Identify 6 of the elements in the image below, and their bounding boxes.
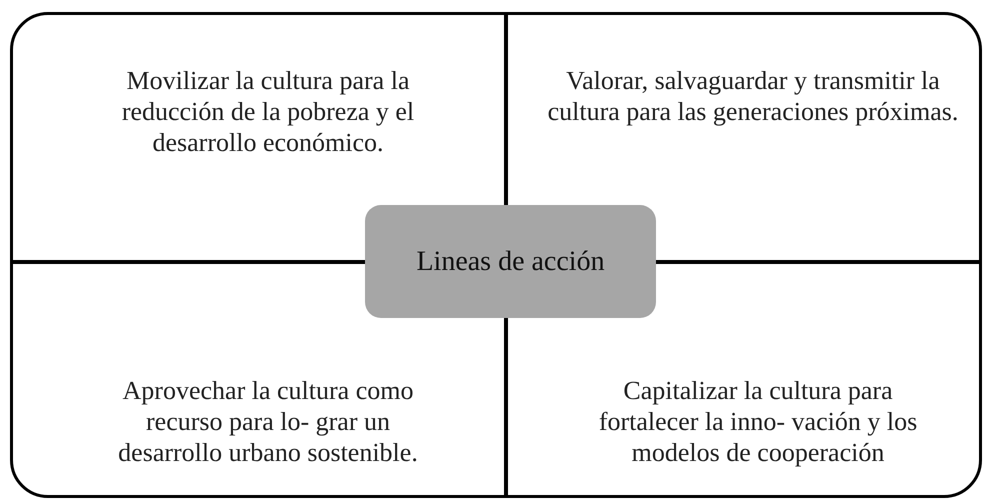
center-box: Lineas de acción — [365, 205, 656, 318]
quadrant-text: Aprovechar la cultura como recurso para lo- grar un desarrollo urbano sostenible. — [93, 375, 443, 468]
quadrant-text: Capitalizar la cultura para fortalecer la inno- vación y los modelos de cooperación — [573, 375, 943, 468]
quadrant-text: Movilizar la cultura para la reducción de la pobreza y el desarrollo económico. — [88, 65, 448, 158]
frame-box — [10, 12, 982, 498]
quadrant-text: Valorar, salvaguardar y transmitir la cultura para las generaciones próximas. — [528, 65, 978, 127]
